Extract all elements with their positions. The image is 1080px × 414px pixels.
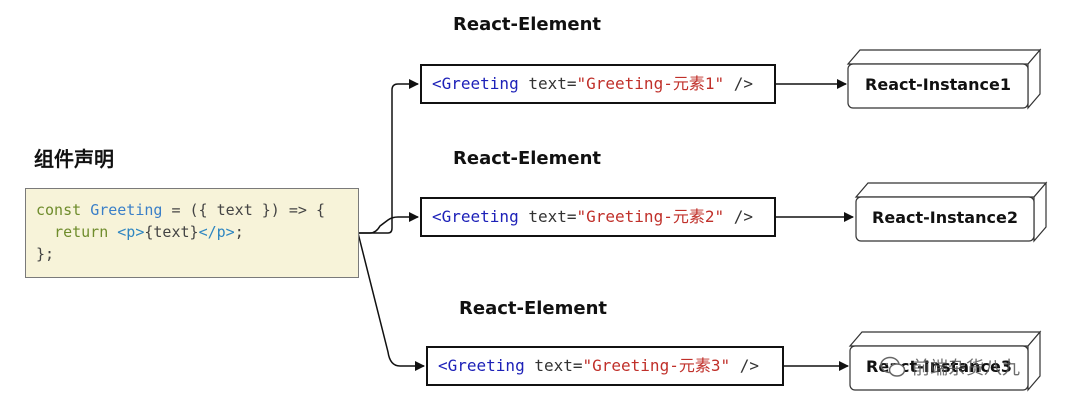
element-3-attr: text= [524,356,583,375]
react-element-box-3: <Greeting text="Greeting-元素3" /> [426,346,784,386]
code-line-3: }; [36,245,55,263]
react-element-box-2: <Greeting text="Greeting-元素2" /> [420,197,776,237]
element-1-end: /> [724,74,754,93]
code-keyword-return: return [54,223,109,241]
code-line-1-rest: = ({ text }) => { [162,201,325,219]
element-3-end: /> [730,356,760,375]
wechat-icon [880,356,906,377]
code-tag-close: </p> [198,223,235,241]
section-title: 组件声明 [34,147,114,171]
element-1-attr: text= [518,74,577,93]
element-2-component: <Greeting [432,207,519,226]
code-semicolon: ; [234,223,244,241]
connector-to-element-1 [358,79,419,234]
element-3-string: "Greeting-元素3" [582,356,731,375]
instance-box-1 [846,48,1042,110]
element-1-component: <Greeting [432,74,519,93]
react-element-box-1: <Greeting text="Greeting-元素1" /> [420,64,776,104]
code-expression: {text} [144,223,199,241]
element-heading-3: React-Element [459,298,608,319]
element-3-component: <Greeting [438,356,525,375]
element-2-attr: text= [518,207,577,226]
code-line-1: const Greeting = ({ text }) => { [36,199,358,221]
watermark-text: 前端杂货八九 [912,358,1020,379]
element-1-string: "Greeting-元素1" [576,74,725,93]
element-2-end: /> [724,207,754,226]
code-line-2: return <p>{text}</p>; [36,221,358,243]
instance-box-3 [848,330,1042,392]
element-heading-2: React-Element [453,148,602,169]
code-tag-open: <p> [117,223,145,241]
code-keyword-const: const [36,201,82,219]
code-function-name: Greeting [90,201,163,219]
connector-to-element-2 [358,212,419,234]
instance-label-1: React-Instance1 [865,75,1011,94]
code-block: const Greeting = ({ text }) => { return … [25,188,359,278]
instance-box-2 [854,181,1048,243]
watermark: 前端杂货八九 [880,354,1020,380]
connector-to-element-3 [357,232,425,371]
element-2-string: "Greeting-元素2" [576,207,725,226]
instance-label-2: React-Instance2 [872,208,1018,227]
element-heading-1: React-Element [453,14,602,35]
